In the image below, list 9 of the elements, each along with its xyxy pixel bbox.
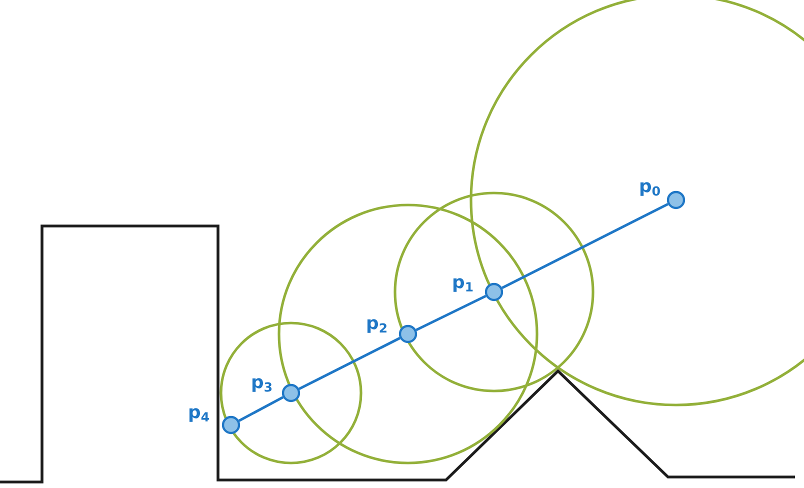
point-label: p$_{2}$ bbox=[367, 319, 386, 333]
connector-line bbox=[298, 336, 400, 390]
connector-line bbox=[238, 396, 284, 422]
point-label: p$_{4}$ bbox=[189, 408, 209, 422]
point-label: p$_{0}$ bbox=[640, 182, 660, 196]
connector-line bbox=[416, 294, 486, 332]
connector-line bbox=[502, 202, 668, 290]
point-label: p$_{3}$ bbox=[252, 378, 272, 392]
point-label: p$_{1}$ bbox=[453, 278, 473, 292]
